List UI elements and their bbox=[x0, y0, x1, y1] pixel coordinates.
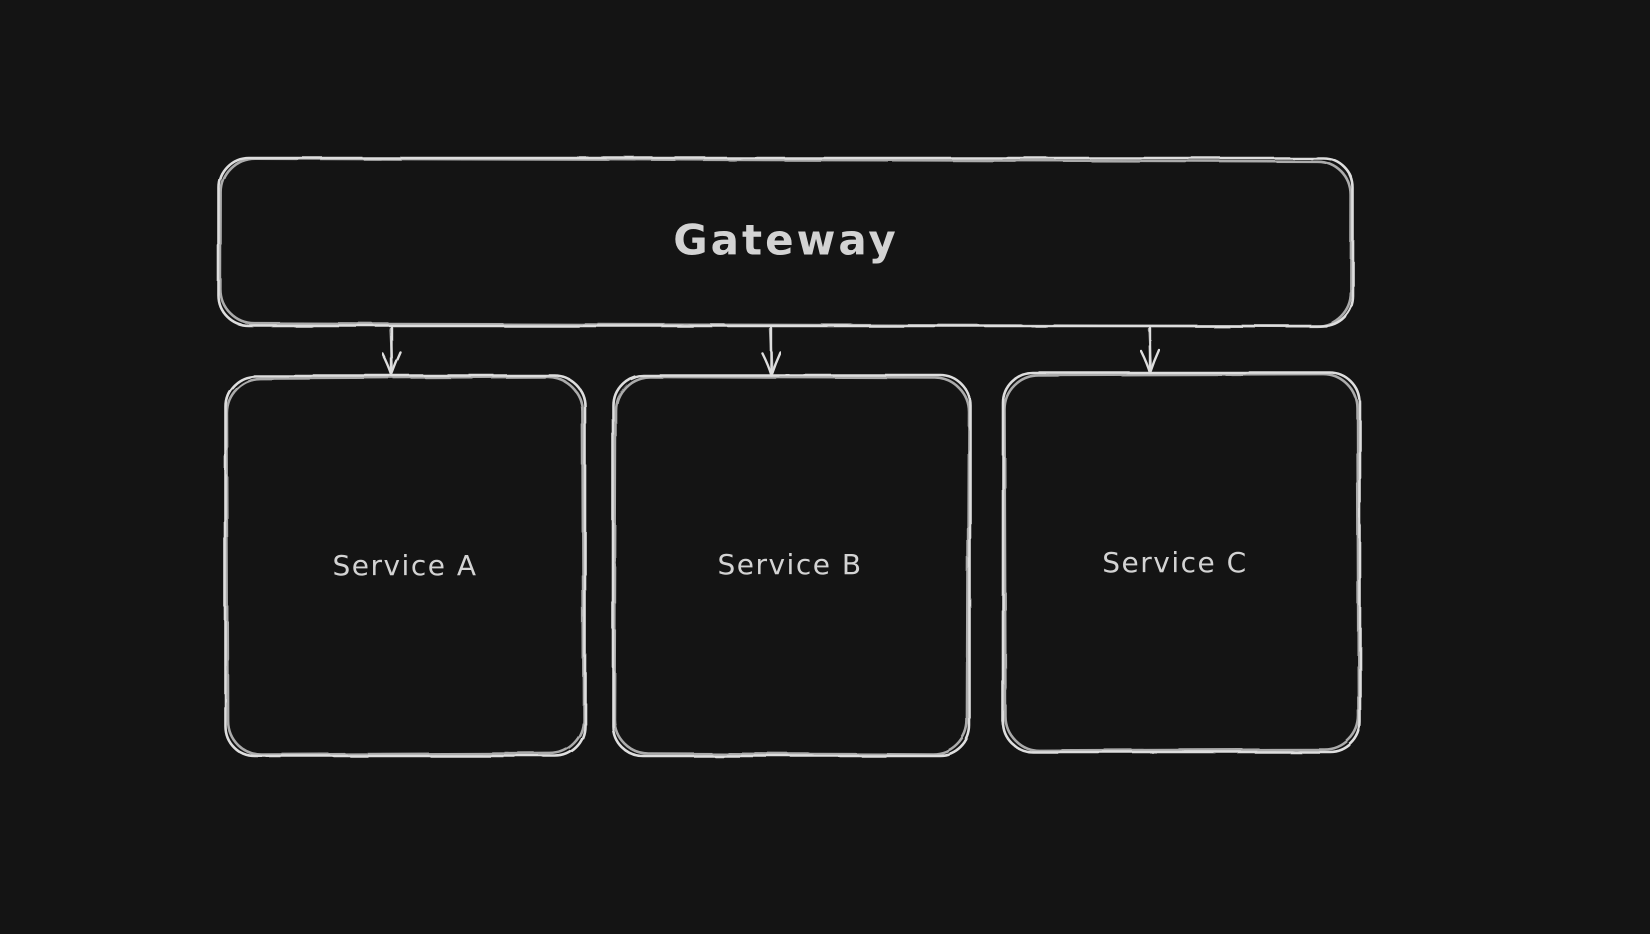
node-gateway[interactable] bbox=[217, 156, 1355, 328]
node-gateway-label: Gateway bbox=[673, 216, 899, 265]
edge-gateway-to-service-a[interactable] bbox=[381, 326, 403, 377]
service-c-box-outline bbox=[1001, 371, 1362, 754]
service-b-box-outline bbox=[611, 373, 972, 758]
edge-gateway-to-service-c[interactable] bbox=[1139, 326, 1161, 375]
edge-gateway-to-service-b[interactable] bbox=[760, 326, 782, 377]
gateway-box-outline-sketch bbox=[219, 157, 1353, 328]
node-service-b-label: Service B bbox=[717, 548, 862, 581]
node-service-a-label: Service A bbox=[332, 549, 477, 582]
node-service-c-label: Service C bbox=[1102, 546, 1247, 579]
service-c-box-outline-sketch bbox=[1003, 373, 1360, 752]
node-service-c[interactable] bbox=[1001, 371, 1362, 754]
node-service-b[interactable] bbox=[611, 373, 972, 758]
arrow-shaft-sketch bbox=[768, 327, 774, 374]
service-a-box-outline-sketch bbox=[225, 376, 585, 756]
service-a-box-outline bbox=[223, 374, 587, 758]
node-service-a[interactable] bbox=[223, 374, 587, 758]
service-b-box-outline-sketch bbox=[613, 375, 970, 756]
arrow-shaft-sketch bbox=[389, 327, 395, 374]
arrow-shaft-sketch bbox=[1147, 327, 1153, 372]
